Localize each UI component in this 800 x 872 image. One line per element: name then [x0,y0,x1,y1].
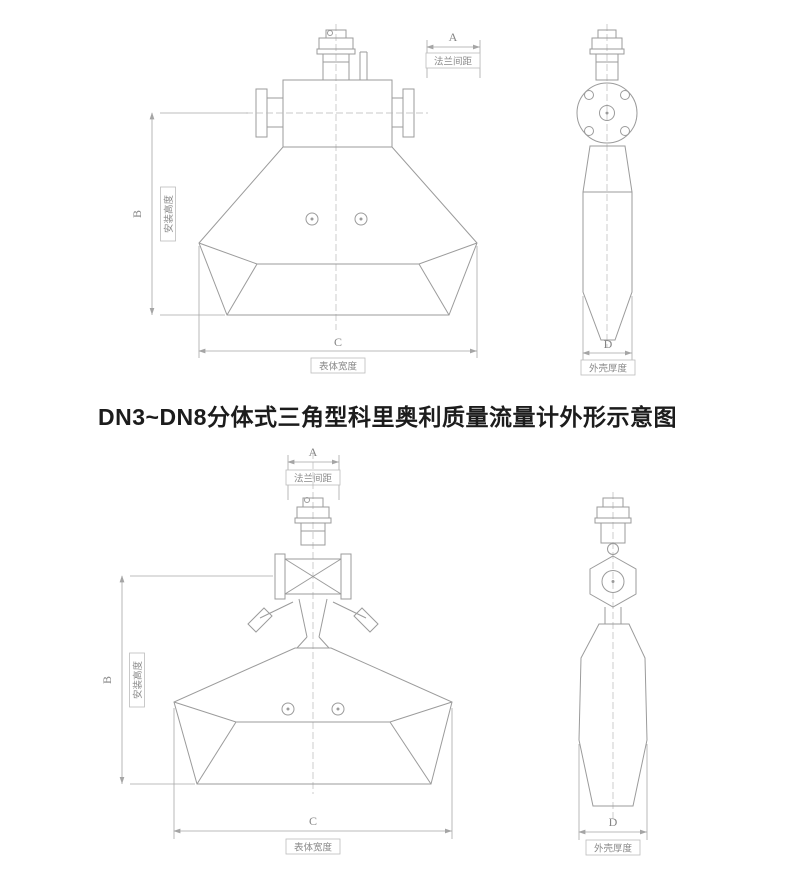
top-side-view-drawing [576,24,638,348]
top-dim-d: D 外壳厚度 [580,296,636,376]
bottom-dim-b-letter: B [100,676,114,684]
bottom-dim-c: C 表体宽度 [173,708,453,855]
bottom-figure-svg: A 法兰间距 [100,445,648,856]
top-dim-c-caption: 表体宽度 [319,361,358,373]
top-dim-c-letter: C [334,335,342,349]
bottom-dim-d-caption: 外壳厚度 [594,843,633,855]
bottom-side-view-drawing [578,492,648,822]
bottom-figure: A 法兰间距 [0,432,800,872]
top-figure: A 法兰间距 B 安装高度 C 表体宽度 [0,0,800,405]
top-dim-d-letter: D [604,337,613,351]
top-dim-b-letter: B [130,210,144,218]
bottom-dim-b-caption: 安装高度 [132,661,144,700]
top-dim-d-caption: 外壳厚度 [589,363,628,375]
figure-caption: DN3~DN8分体式三角型科里奥利质量流量计外形示意图 [98,404,677,430]
top-dim-c: C 表体宽度 [198,246,478,374]
top-dim-b: B 安装高度 [130,112,248,316]
top-figure-svg: A 法兰间距 B 安装高度 C 表体宽度 [130,24,638,376]
bottom-dim-d-letter: D [609,815,618,829]
bottom-dim-c-letter: C [309,814,317,828]
bottom-dim-c-caption: 表体宽度 [294,842,333,854]
top-front-view-drawing [198,24,478,330]
top-dim-a-letter: A [449,30,458,44]
bottom-front-view-drawing [173,452,453,794]
bottom-dim-d: D 外壳厚度 [578,744,648,856]
bottom-dim-b: B 安装高度 [100,575,273,785]
top-dim-a: A 法兰间距 [425,30,481,78]
top-dim-a-caption: 法兰间距 [434,56,473,68]
top-dim-b-caption: 安装高度 [163,195,175,234]
